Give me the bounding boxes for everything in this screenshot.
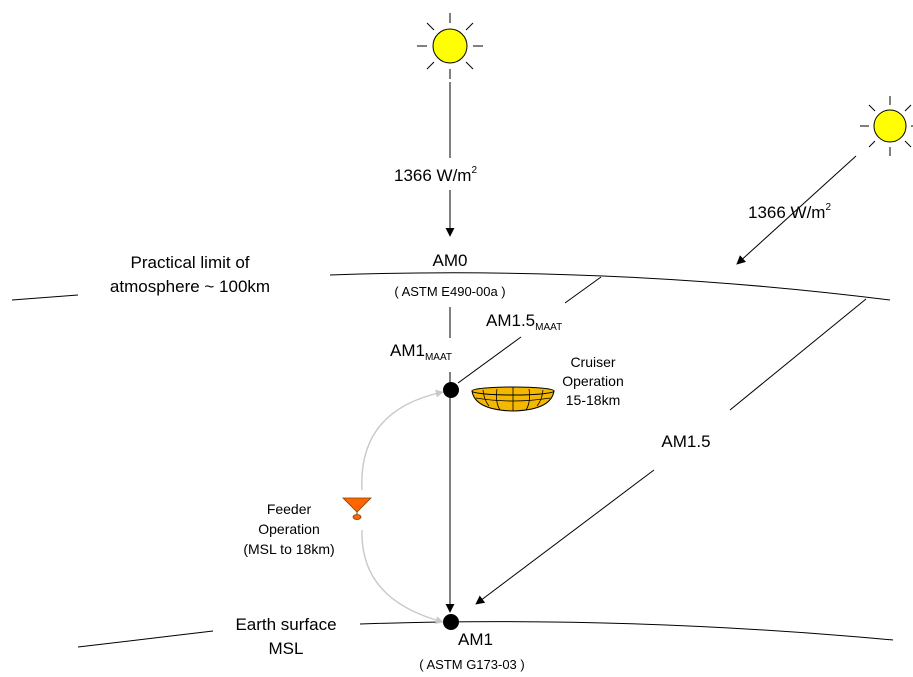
- am15-ray-lower: [475, 469, 655, 605]
- atmosphere-limit-label-line1: Practical limit of: [130, 253, 249, 272]
- cruiser-label-line2: Operation: [562, 373, 623, 389]
- slant-ray-arrow: [736, 155, 857, 265]
- sun-icon: [860, 96, 913, 156]
- feeder-label-line2: Operation: [258, 521, 319, 537]
- am1-label: AM1: [458, 630, 493, 649]
- earth-surface-curve: [359, 621, 894, 641]
- feeder-ascent-path: [361, 389, 444, 491]
- cruiser-altitude-point: [443, 382, 459, 398]
- am15-maat-ray-upper: [564, 276, 602, 304]
- earth-surface-label-line1: Earth surface: [235, 615, 336, 634]
- flux-slant-label: 1366 W/m2: [748, 202, 831, 222]
- sun-icon: [417, 13, 483, 79]
- am0-label: AM0: [433, 251, 468, 270]
- feeder-label-line1: Feeder: [267, 501, 312, 517]
- am15-label: AM1.5: [661, 432, 710, 451]
- earth-surface-label-line2: MSL: [269, 639, 304, 658]
- feeder-descent-path: [361, 529, 444, 625]
- cruiser-airship-icon: [471, 386, 555, 412]
- feeder-label-line3: (MSL to 18km): [243, 541, 334, 557]
- atmosphere-limit-label-line2: atmosphere ~ 100km: [110, 277, 270, 296]
- cruiser-label-line1: Cruiser: [570, 354, 615, 370]
- astm-am0-label: ( ASTM E490-00a ): [394, 284, 505, 299]
- astm-am1-label: ( ASTM G173-03 ): [419, 657, 524, 672]
- atmosphere-limit-left-segment: [11, 294, 79, 301]
- atmosphere-limit-curve: [329, 272, 891, 301]
- am15-maat-label: AM1.5MAAT: [486, 311, 562, 333]
- flux-vertical-label: 1366 W/m2: [394, 165, 477, 185]
- am1-maat-label: AM1MAAT: [390, 341, 452, 363]
- am15-maat-ray-lower: [457, 336, 522, 384]
- earth-surface-left-segment: [77, 630, 214, 648]
- cruiser-label-line3: 15-18km: [566, 392, 620, 408]
- feeder-craft-icon: [342, 497, 372, 520]
- am15-ray-upper: [729, 298, 867, 411]
- surface-point: [443, 614, 459, 630]
